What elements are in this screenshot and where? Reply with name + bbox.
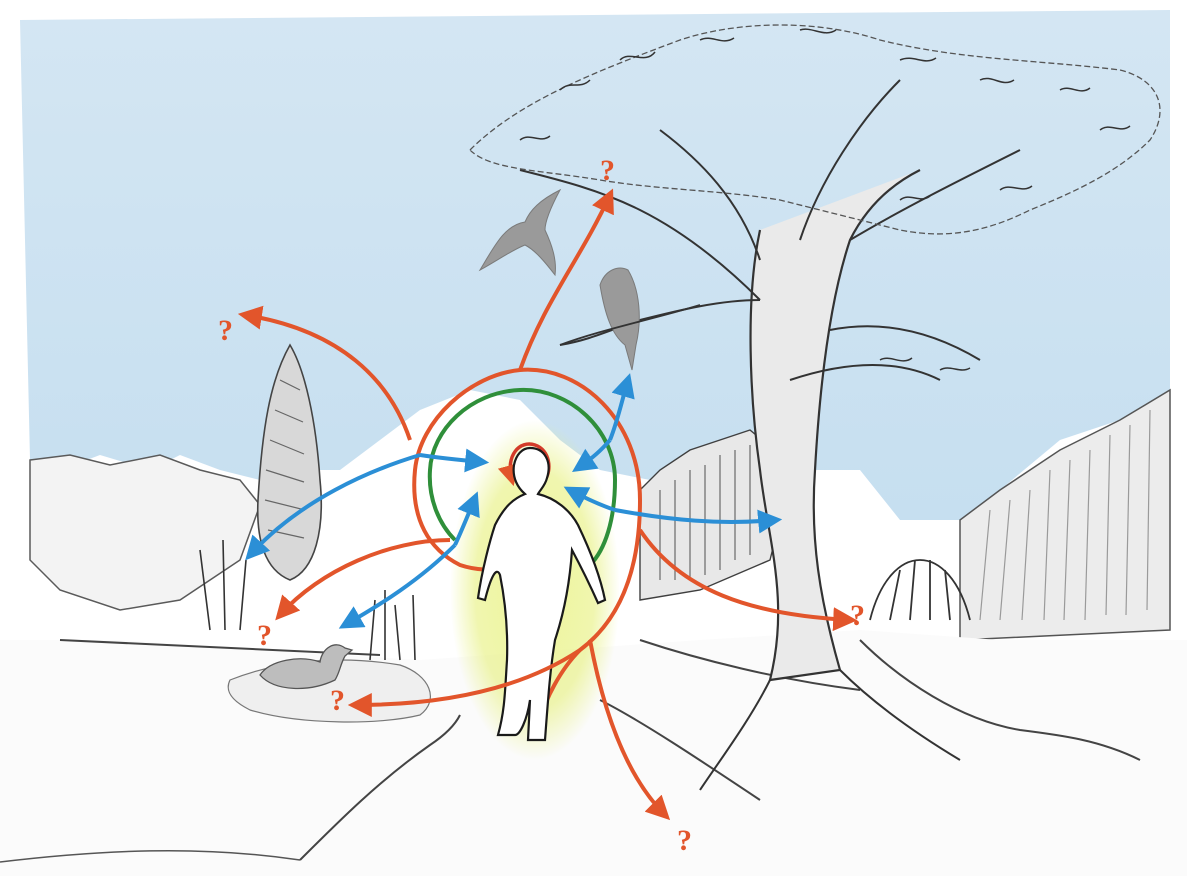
far-hill-left <box>30 455 260 610</box>
question-mark-left: ? <box>257 619 272 652</box>
question-mark-upper-left: ? <box>218 314 233 347</box>
bush-right <box>870 560 970 620</box>
question-mark-right: ? <box>850 599 865 632</box>
sky <box>20 10 1170 520</box>
question-mark-top: ? <box>600 154 615 187</box>
question-mark-bottom-left: ? <box>330 684 345 717</box>
question-mark-bottom: ? <box>677 824 692 857</box>
